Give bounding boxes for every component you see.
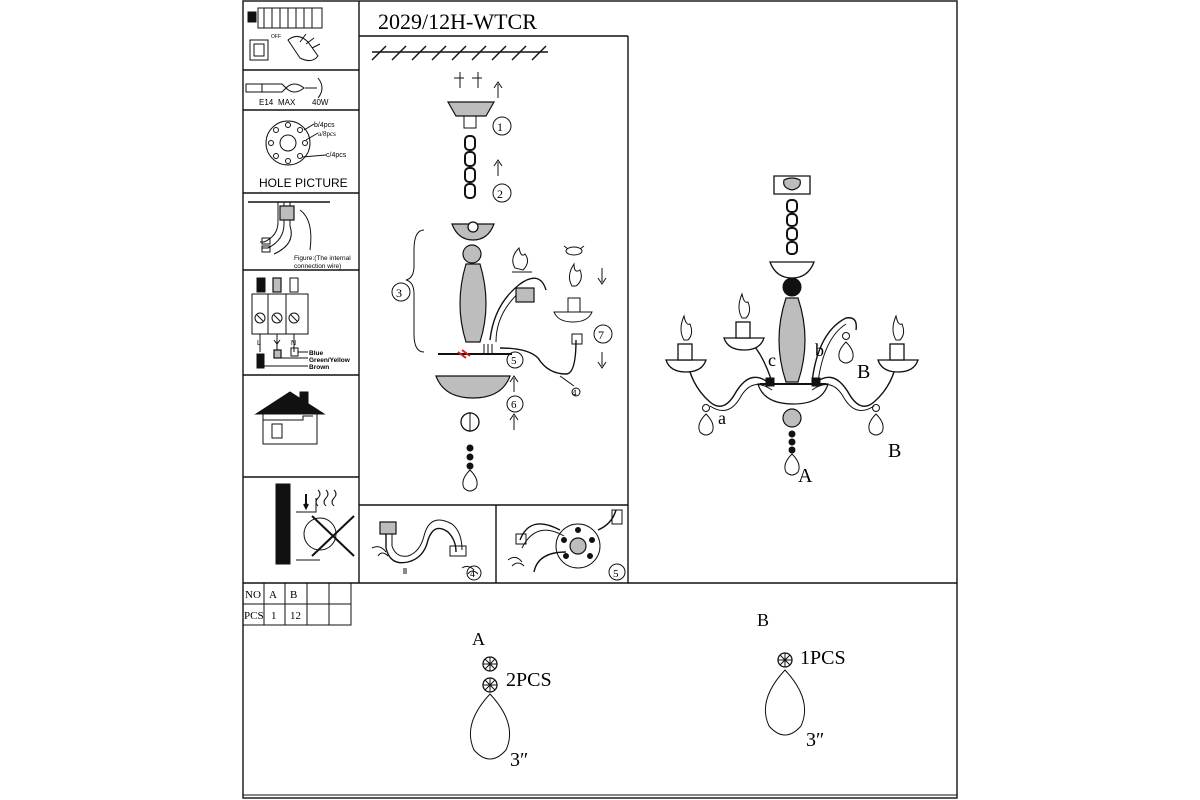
model-number: 2029/12H-WTCR [378,9,537,34]
bulb-power: 40W [312,98,329,107]
hole-c-label: c/4pcs [326,152,347,159]
wire-green-label: Green/Yellow [309,357,351,364]
crystal-a-label: A [472,629,485,649]
label-a: a [718,408,726,428]
step-5-label: 5 [511,355,517,367]
wire-caption-line-1: Figure:(The internal [294,255,351,262]
terminal-l-label: L [257,340,261,347]
crystal-b-label: B [757,610,769,630]
hole-a-label: a/8pcs [318,130,336,138]
hole-b-label: b/4pcs [314,122,335,129]
bulb-max: MAX [278,98,296,107]
ceiling-hatch [371,45,548,61]
crystal-b-size: 3″ [806,729,824,751]
bulb-icon [245,77,323,99]
label-c: c [768,350,776,370]
step-1-label: 1 [497,120,503,134]
step-6-label: 6 [511,399,517,411]
wire-brown-label: Brown [309,364,329,371]
table-row-label: PCS [244,610,264,622]
step-2-label: 2 [497,187,503,201]
arm-detail-drawing [371,519,482,581]
table-header-a: A [269,589,277,601]
label-B-lower: B [888,440,901,462]
no-heat-icon [275,483,355,565]
hole-picture-icon [265,120,327,166]
wire-caption-line-2: connection wire) [294,263,341,270]
indoor-house-icon [254,391,326,445]
detail-5-label: 5 [613,568,619,580]
label-b: b [815,340,824,360]
table-cell-a: 1 [271,610,277,622]
label-A: A [798,465,813,487]
exploded-chandelier [391,72,613,492]
detail-4-label: 4 [470,569,475,580]
switch-off-icon [247,7,323,62]
internal-wire-icon [248,201,330,255]
switch-off-label: OFF [271,34,281,40]
parts-table [242,582,352,626]
sheet-frame [242,0,958,799]
crystal-a-drawing [469,656,511,760]
crystal-b-drawing [764,652,806,736]
table-header-no: NO [245,589,261,601]
bulb-base: E14 [259,98,274,107]
crystal-b-count: 1PCS [800,647,846,669]
step-3-label: 3 [396,286,402,300]
crystal-a-size: 3″ [510,749,528,771]
crystal-a-count: 2PCS [506,669,552,691]
wire-blue-label: Blue [309,350,323,357]
terminal-n-label: N [291,340,296,347]
label-B-upper: B [857,361,870,383]
hole-picture-title: HOLE PICTURE [259,176,348,190]
table-header-b: B [290,589,297,601]
step-4-callout: 4 [572,388,577,398]
assembled-chandelier [665,175,919,476]
table-cell-b: 12 [290,610,301,622]
plate-detail-drawing [507,509,626,581]
step-7-label: 7 [598,328,604,342]
terminal-block-icon [251,277,309,369]
